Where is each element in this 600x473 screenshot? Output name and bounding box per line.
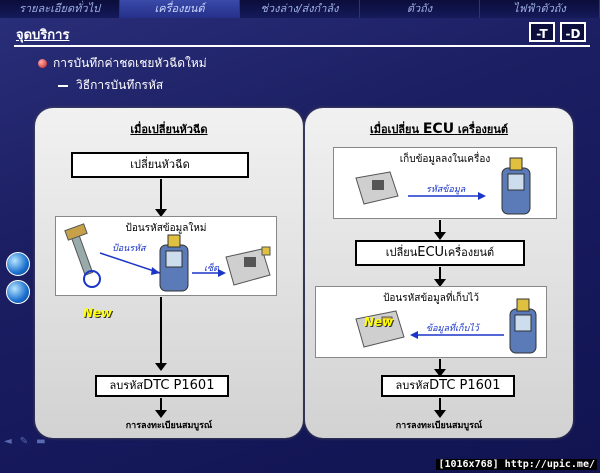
left-step-replace-injector-label: เปลี่ยนหัวฉีด <box>130 158 190 171</box>
forward-nav-icon[interactable] <box>6 252 30 276</box>
right-step-replace-ecu: เปลี่ยนECUเครื่องยนต์ <box>355 240 525 266</box>
right-step-clear-dtc: ลบรหัสDTC P1601 <box>381 375 515 397</box>
right-arrow-4 <box>434 398 446 418</box>
back-nav-icon[interactable] <box>6 280 30 304</box>
dash-icon <box>58 84 68 87</box>
left-step-enter-code: ป้อนรหัสข้อมูลใหม่ <box>55 216 277 296</box>
right-step-save-data-caption: เก็บข้อมูลลงในเครื่อง <box>399 154 491 165</box>
injector-scan-illustration <box>64 223 271 292</box>
nav-tab-general[interactable]: รายละเอียดทั่วไป <box>0 0 120 18</box>
left-registration-complete: การลงทะเบียนสมบูรณ์ <box>125 421 213 431</box>
right-registration-complete: การลงทะเบียนสมบูรณ์ <box>395 421 483 431</box>
label-set: เซ็ต <box>204 264 220 274</box>
back-arrow-icon[interactable]: ◄ <box>4 436 12 447</box>
right-clear-dtc-prefix: ลบรหัส <box>395 379 430 392</box>
variant-d-button[interactable]: -D <box>560 22 586 42</box>
left-panel-title: เมื่อเปลี่ยนหัวฉีด <box>130 123 208 136</box>
top-navigation: รายละเอียดทั่วไป เครื่องยนต์ ช่วงล่าง/ส่… <box>0 0 600 18</box>
right-title-ecu: ECU <box>422 121 455 137</box>
left-clear-dtc-code: DTC P1601 <box>143 378 215 393</box>
bullet-sub: วิธีการบันทึกรหัส <box>58 76 163 95</box>
right-title-post: เครื่องยนต์ <box>457 123 509 136</box>
ecu-icon <box>225 246 271 286</box>
right-step2-pre: เปลี่ยน <box>385 246 418 259</box>
left-step-enter-code-caption: ป้อนรหัสข้อมูลใหม่ <box>125 223 207 234</box>
injector-icon <box>64 223 101 288</box>
ecu-icon <box>355 171 399 205</box>
bullet-main: การบันทึกค่าชดเชยหัวฉีดใหม่ <box>38 54 207 73</box>
ecu-save-illustration <box>355 157 531 215</box>
left-arrow-2 <box>155 297 167 371</box>
nav-tab-chassis[interactable]: ช่วงล่าง/ส่งกำลัง <box>240 0 360 18</box>
label-enter-code: ป้อนรหัส <box>112 244 146 254</box>
bottom-toolbar: ◄ ✎ ▬ <box>4 436 46 447</box>
left-new-badge: New <box>83 306 113 320</box>
left-step-clear-dtc: ลบรหัสDTC P1601 <box>95 375 229 397</box>
right-step-enter-saved-caption: ป้อนรหัสข้อมูลที่เก็บไว้ <box>383 293 479 304</box>
injector-replacement-panel: เมื่อเปลี่ยนหัวฉีด เปลี่ยนหัวฉีด ป้อนรหั… <box>35 108 303 438</box>
left-clear-dtc-prefix: ลบรหัส <box>109 379 144 392</box>
scan-tool-icon <box>509 298 537 354</box>
right-clear-dtc-code: DTC P1601 <box>429 378 501 393</box>
ecu-replacement-panel: เมื่อเปลี่ยน ECU เครื่องยนต์ เก็บข้อมูลล… <box>305 108 573 438</box>
right-title-pre: เมื่อเปลี่ยน <box>369 123 420 136</box>
right-step2-ecu: ECU <box>417 245 445 260</box>
bullet-dot-icon <box>38 59 47 68</box>
pen-icon[interactable]: ✎ <box>19 436 29 447</box>
page-title: จุดบริการ <box>16 28 70 43</box>
right-arrow-2 <box>434 267 446 287</box>
ecu-restore-illustration <box>355 298 537 354</box>
title-divider <box>14 45 590 47</box>
right-step-save-data: เก็บข้อมูลลงในเครื่อง รหัสข้อมูล <box>333 147 557 219</box>
resolution-watermark: [1016x768] http://upic.me/ <box>436 459 597 470</box>
left-arrow-3 <box>155 398 167 418</box>
right-new-badge: New <box>364 315 394 329</box>
nav-tab-engine[interactable]: เครื่องยนต์ <box>120 0 240 18</box>
bullet-sub-text: วิธีการบันทึกรหัส <box>76 78 164 92</box>
variant-t-button[interactable]: -T <box>529 22 555 42</box>
label-code-data: รหัสข้อมูล <box>426 185 466 195</box>
right-step2-post: เครื่องยนต์ <box>444 246 495 259</box>
right-step-enter-saved: ป้อนรหัสข้อมูลที่เก็บไว้ New ข้อมูลที่เก… <box>315 286 547 358</box>
menu-icon[interactable]: ▬ <box>36 436 46 447</box>
label-saved-data: ข้อมูลที่เก็บไว้ <box>426 324 479 334</box>
left-step-replace-injector: เปลี่ยนหัวฉีด <box>71 152 249 178</box>
right-arrow-3 <box>434 359 446 377</box>
right-arrow-1 <box>434 220 446 240</box>
left-arrow-1 <box>155 179 167 217</box>
scan-tool-icon <box>159 234 189 292</box>
nav-tab-electrical[interactable]: ไฟฟ้าตัวถัง <box>480 0 600 18</box>
scan-tool-icon <box>501 157 531 215</box>
nav-tab-body[interactable]: ตัวถัง <box>360 0 480 18</box>
ecu-icon <box>355 310 405 348</box>
bullet-main-text: การบันทึกค่าชดเชยหัวฉีดใหม่ <box>53 56 207 70</box>
right-panel-title: เมื่อเปลี่ยน ECU เครื่องยนต์ <box>305 120 573 138</box>
